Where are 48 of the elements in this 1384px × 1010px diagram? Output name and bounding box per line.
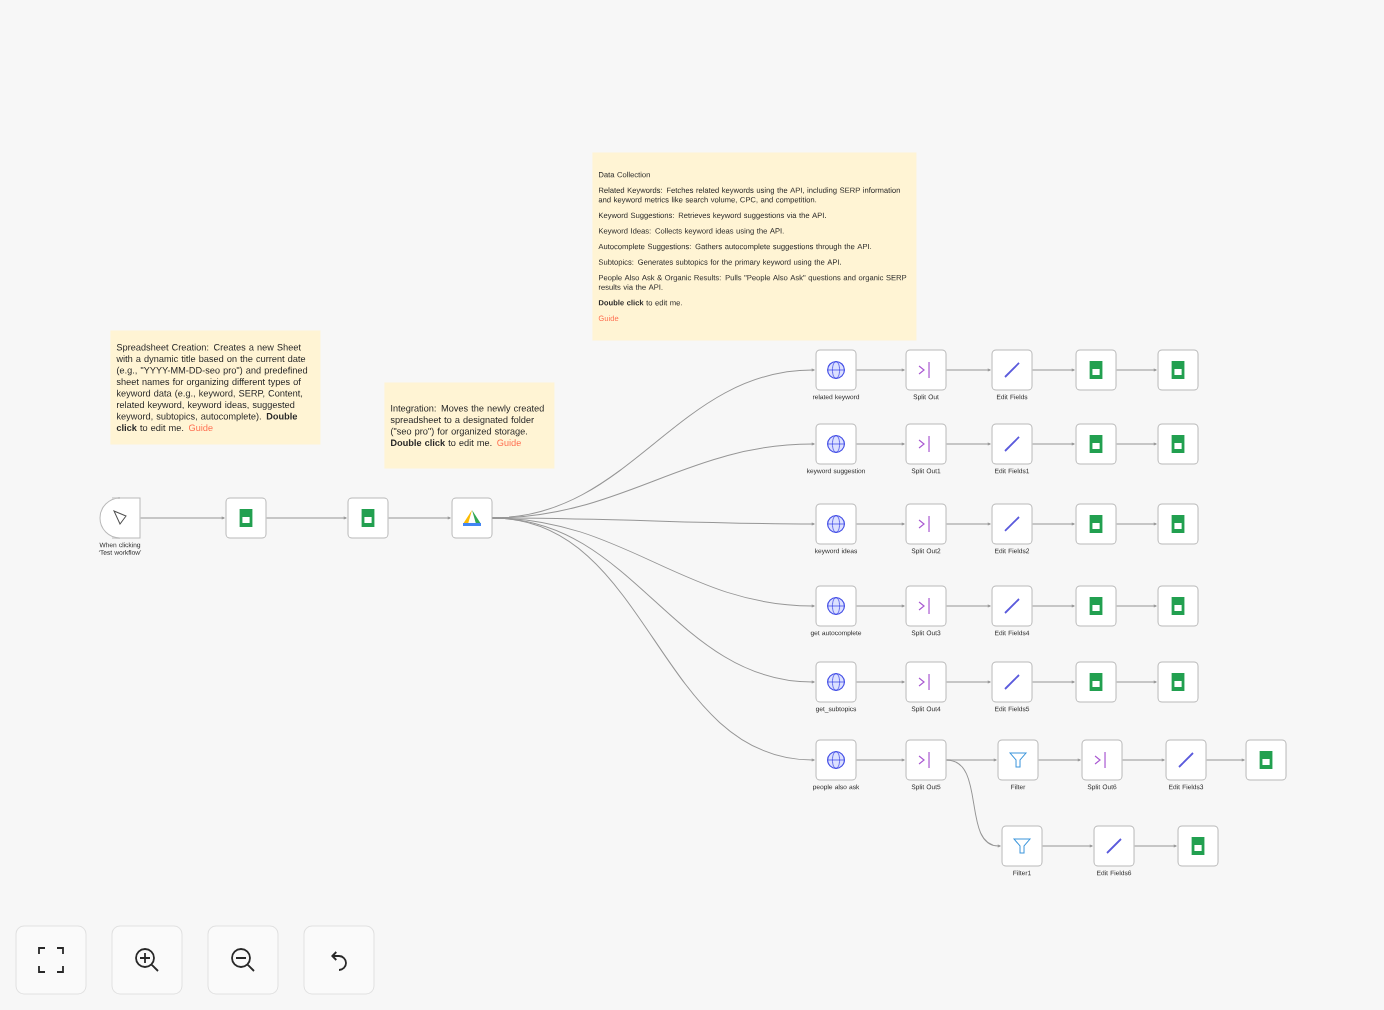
sheet-node (225, 497, 267, 539)
connector-arrow (1032, 604, 1075, 608)
connector-arrow (1122, 758, 1165, 762)
connector-arrow (1038, 758, 1081, 762)
sheet-node (1157, 423, 1199, 465)
connector-arrow (856, 368, 905, 372)
connector-arrow (1116, 522, 1157, 526)
sheet-node (1075, 349, 1117, 391)
connector-arrow (946, 442, 991, 446)
connector-arrow (856, 758, 905, 762)
sheet-node (1177, 825, 1219, 867)
connector-arrow (1032, 680, 1075, 684)
sheet-node (1157, 349, 1199, 391)
connector-arrow (856, 442, 905, 446)
connector-arrow (946, 604, 991, 608)
connector-arrow (856, 522, 905, 526)
connector-arrow (1116, 442, 1157, 446)
connector-arrow (140, 516, 225, 520)
connector-arrow (1206, 758, 1245, 762)
sheet-node (1075, 423, 1117, 465)
sheet-node (1245, 739, 1287, 781)
connector-arrow (1042, 844, 1093, 848)
sheet-node (1157, 585, 1199, 627)
connector-arrow (388, 516, 451, 520)
connector-arrow (266, 516, 347, 520)
connector-arrow (1116, 368, 1157, 372)
connector-arrow (492, 517, 815, 684)
connector-arrow (1032, 522, 1075, 526)
connector-arrow (492, 517, 815, 762)
connector-arrow (856, 680, 905, 684)
sheet-node (1075, 503, 1117, 545)
sheet-node (1075, 661, 1117, 703)
connector-arrow (946, 522, 991, 526)
connector-arrow (946, 680, 991, 684)
connector-arrow (1116, 604, 1157, 608)
sheet-node (1157, 503, 1199, 545)
connector-arrow (1134, 844, 1177, 848)
connector-arrow (946, 759, 1001, 848)
sheet-node (347, 497, 389, 539)
connector-arrow (1032, 368, 1075, 372)
connector-arrow (1116, 680, 1157, 684)
sheet-node (1075, 585, 1117, 627)
drive-node (451, 497, 493, 539)
connector-arrow (1032, 442, 1075, 446)
connector-arrow (946, 368, 991, 372)
connector-arrow (946, 758, 997, 762)
sheet-node (1157, 661, 1199, 703)
connector-arrow (856, 604, 905, 608)
